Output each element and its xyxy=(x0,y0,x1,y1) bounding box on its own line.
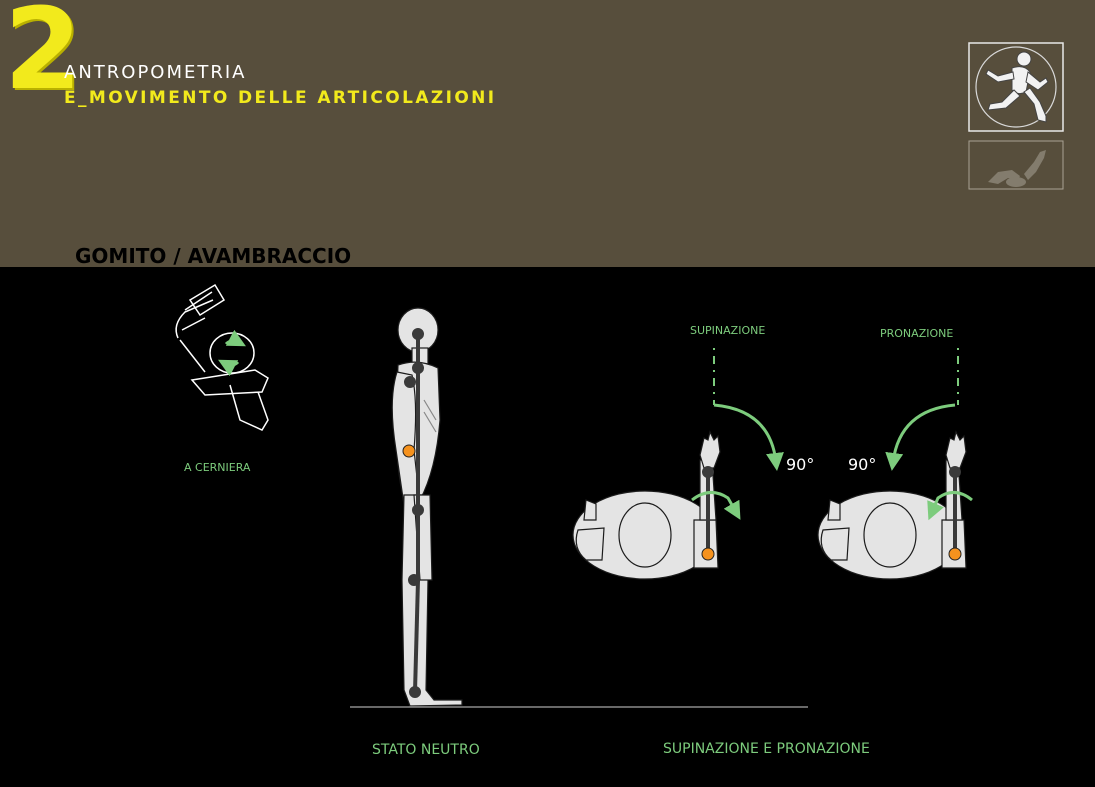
pronation-figure xyxy=(818,432,966,579)
standing-figure xyxy=(392,308,462,706)
elbow-joint-marker xyxy=(403,445,415,457)
caption-supination-pronation: SUPINAZIONE E PRONAZIONE xyxy=(663,741,870,757)
pronation-angle: 90° xyxy=(848,455,876,474)
caption-neutral: STATO NEUTRO xyxy=(372,742,480,758)
hinge-joint-icon xyxy=(176,285,268,430)
supination-figure xyxy=(573,432,720,579)
joint-type-label: A CERNIERA xyxy=(184,461,250,474)
supination-angle: 90° xyxy=(786,455,814,474)
pronation-label: PRONAZIONE xyxy=(880,327,953,340)
supination-label: SUPINAZIONE xyxy=(690,324,765,337)
